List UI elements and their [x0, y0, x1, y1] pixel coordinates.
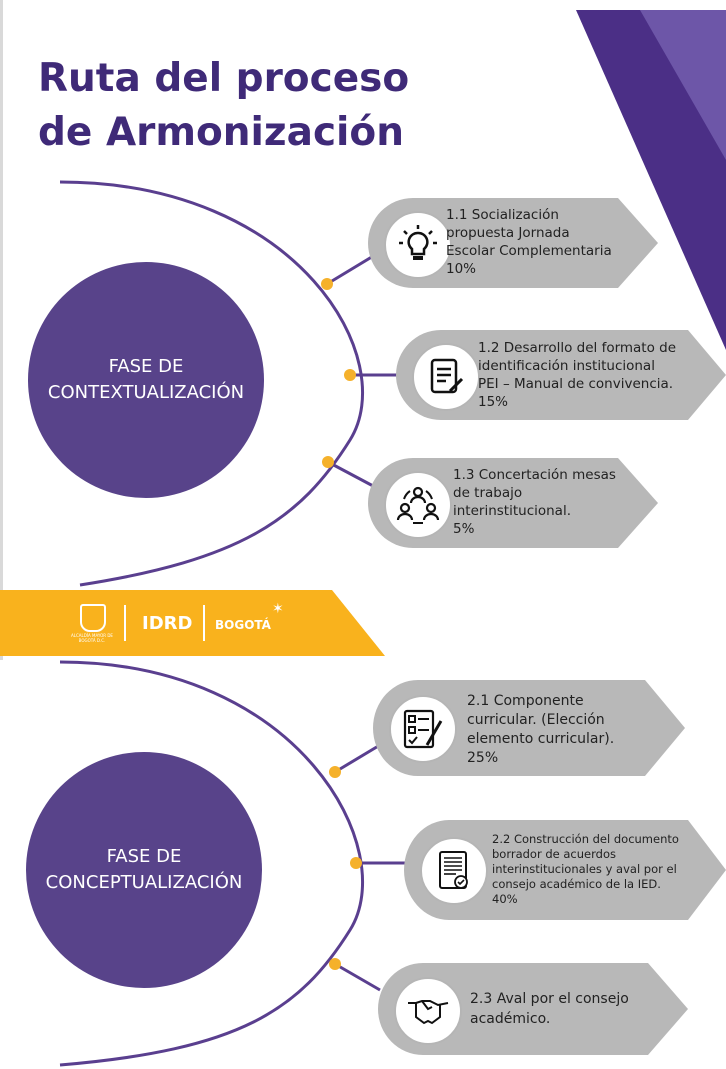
- step-arrow-shape: [373, 680, 685, 776]
- step-arrow-shape: [404, 820, 726, 920]
- phase1-circle: FASE DE CONTEXTUALIZACIÓN: [28, 262, 264, 498]
- idrd-logo: IDRD: [142, 613, 193, 634]
- institution-banner: [0, 590, 385, 656]
- phase2-label-line2: CONCEPTUALIZACIÓN: [45, 872, 243, 893]
- left-edge-bar: [0, 0, 3, 660]
- connector-dot-1-3: [322, 456, 334, 468]
- title-line-2: de Armonización: [38, 110, 404, 155]
- group-people-icon: [384, 471, 452, 539]
- step-line: 1.2 Desarrollo del formato de: [478, 340, 677, 356]
- connector-dot-1-2: [344, 369, 356, 381]
- lightbulb-icon: [384, 211, 452, 279]
- step-1-1-text: 1.1 Socialización propuesta Jornada Esco…: [446, 206, 612, 278]
- connector-dot-1-1: [321, 278, 333, 290]
- document-pen-icon: [412, 343, 480, 411]
- document-seal-icon: [420, 837, 488, 905]
- step-line: consejo académico de la IED.: [492, 877, 661, 891]
- form-checklist-icon: [389, 695, 457, 763]
- step-line: 2.3 Aval por el consejo: [470, 991, 629, 1007]
- step-line: 1.1 Socialización: [446, 207, 559, 223]
- step-line: 15%: [478, 394, 509, 410]
- step-1-3-text: 1.3 Concertación mesas de trabajo interi…: [453, 466, 616, 538]
- step-2-3-text: 2.3 Aval por el consejo académico.: [470, 989, 629, 1029]
- step-line: 25%: [467, 750, 499, 766]
- connector-dot-2-2: [350, 857, 362, 869]
- step-2-3: 2.3 Aval por el consejo académico.: [378, 963, 688, 1055]
- step-1-1: 1.1 Socialización propuesta Jornada Esco…: [368, 198, 658, 288]
- purple-ribbon: [576, 10, 726, 350]
- step-line: 10%: [446, 261, 477, 277]
- phase2-circle: FASE DE CONCEPTUALIZACIÓN: [26, 752, 262, 988]
- page-title: Ruta del proceso de Armonización: [38, 52, 409, 160]
- step-line: elemento curricular).: [467, 731, 615, 747]
- banner-divider: [203, 605, 205, 641]
- step-line: propuesta Jornada: [446, 225, 570, 241]
- alcaldia-logo: [80, 604, 106, 632]
- step-1-2: 1.2 Desarrollo del formato de identifica…: [396, 330, 726, 420]
- step-line: identificación institucional: [478, 358, 655, 374]
- step-2-2-text: 2.2 Construcción del documento borrador …: [492, 832, 679, 907]
- step-line: interinstitucionales y aval por el: [492, 862, 677, 876]
- connector-dot-2-1: [329, 766, 341, 778]
- step-line: 5%: [453, 521, 475, 537]
- step-2-2: 2.2 Construcción del documento borrador …: [404, 820, 726, 920]
- step-line: 40%: [492, 892, 518, 906]
- step-line: académico.: [470, 1011, 551, 1027]
- bogota-logo: BOGOTÁ: [215, 618, 271, 632]
- purple-ribbon-light: [640, 10, 726, 160]
- step-line: 2.2 Construcción del documento: [492, 832, 679, 846]
- connector-dot-2-3: [329, 958, 341, 970]
- connector-1-3: [327, 460, 376, 489]
- connector-2-3: [334, 962, 381, 992]
- alcaldia-logo-text: ALCALDÍA MAYOR DE BOGOTÁ D.C.: [71, 633, 113, 643]
- step-arrow-shape: [378, 963, 688, 1055]
- step-line: interinstitucional.: [453, 503, 571, 519]
- step-2-1-text: 2.1 Componente curricular. (Elección ele…: [467, 692, 614, 768]
- title-line-1: Ruta del proceso: [38, 56, 410, 101]
- step-1-2-text: 1.2 Desarrollo del formato de identifica…: [478, 339, 676, 411]
- connector-1-1: [326, 253, 376, 286]
- connector-2-1: [334, 743, 381, 774]
- step-line: 1.3 Concertación mesas: [453, 467, 616, 483]
- phase2-label-line1: FASE DE: [106, 846, 182, 867]
- star-icon: ✶: [272, 600, 284, 616]
- handshake-icon: [394, 977, 462, 1045]
- phase1-arc: [59, 180, 365, 587]
- banner-divider: [124, 605, 126, 641]
- phase1-label-line1: FASE DE: [108, 356, 184, 377]
- step-line: borrador de acuerdos: [492, 847, 616, 861]
- step-line: Escolar Complementaria: [446, 243, 612, 259]
- step-2-1: 2.1 Componente curricular. (Elección ele…: [373, 680, 685, 776]
- step-arrow-shape: [396, 330, 726, 420]
- step-line: curricular. (Elección: [467, 712, 605, 728]
- phase1-label-line2: CONTEXTUALIZACIÓN: [47, 382, 245, 403]
- phase2-arc: [59, 660, 365, 1067]
- step-line: 2.1 Componente: [467, 693, 584, 709]
- banner-background: [0, 590, 385, 656]
- step-line: de trabajo: [453, 485, 523, 501]
- step-line: PEI – Manual de convivencia.: [478, 376, 674, 392]
- step-1-3: 1.3 Concertación mesas de trabajo interi…: [368, 458, 658, 548]
